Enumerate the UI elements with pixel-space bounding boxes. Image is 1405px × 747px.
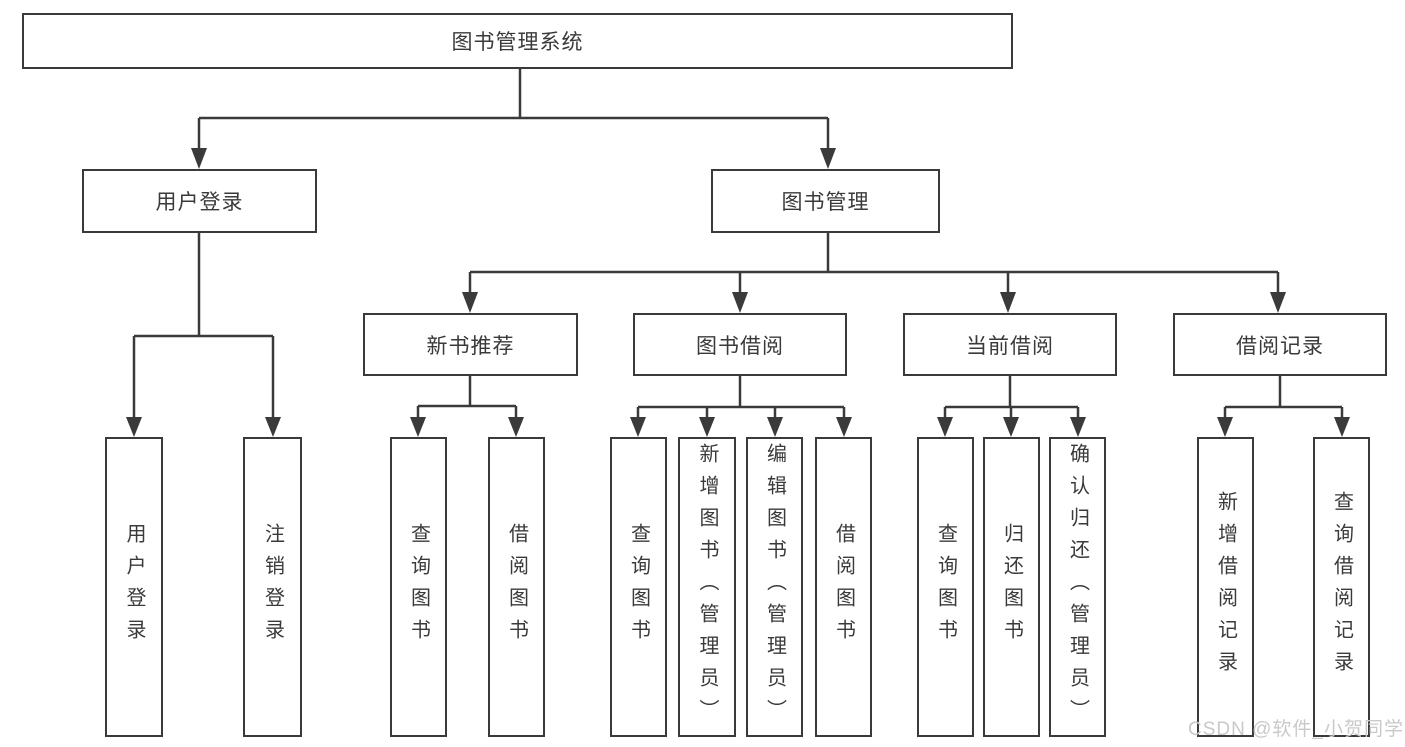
- leaf-borrow-books-recommend: 借阅图书: [488, 437, 545, 737]
- leaf-query-borrow-record: 查询借阅记录: [1313, 437, 1370, 737]
- leaf-add-borrow-record: 新增借阅记录: [1197, 437, 1254, 737]
- node-book-management: 图书管理: [711, 169, 940, 233]
- leaf-logout-login: 注销登录: [243, 437, 302, 737]
- leaf-query-books-current: 查询图书: [917, 437, 974, 737]
- leaf-user-login: 用户登录: [105, 437, 163, 737]
- node-new-book-recommend: 新书推荐: [363, 313, 578, 376]
- node-library-management-system: 图书管理系统: [22, 13, 1013, 69]
- csdn-watermark: CSDN @软件_小贺同学: [1188, 719, 1404, 740]
- node-user-login: 用户登录: [82, 169, 317, 233]
- node-borrowing-records: 借阅记录: [1173, 313, 1387, 376]
- leaf-confirm-return-admin: 确认归还（管理员）: [1049, 437, 1106, 737]
- node-current-borrowing: 当前借阅: [903, 313, 1117, 376]
- leaf-borrow-books-borrowing: 借阅图书: [815, 437, 872, 737]
- leaf-edit-books-admin: 编辑图书（管理员）: [746, 437, 803, 737]
- node-book-borrowing: 图书借阅: [633, 313, 847, 376]
- leaf-add-books-admin: 新增图书（管理员）: [678, 437, 736, 737]
- leaf-query-books-recommend: 查询图书: [390, 437, 447, 737]
- leaf-return-books: 归还图书: [983, 437, 1040, 737]
- leaf-query-books-borrowing: 查询图书: [610, 437, 667, 737]
